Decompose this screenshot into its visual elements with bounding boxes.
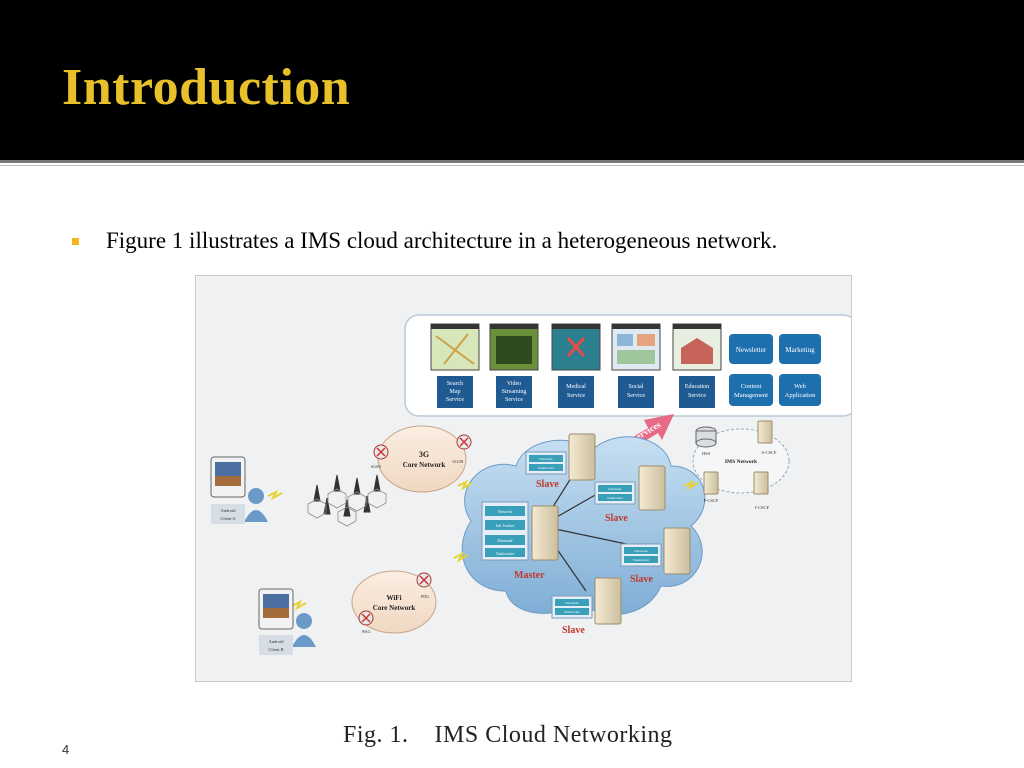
svg-text:Android: Android (269, 639, 285, 644)
svg-text:Web: Web (794, 383, 806, 390)
svg-text:Datanode: Datanode (565, 601, 579, 605)
slave-label: Slave (562, 625, 585, 636)
service-education: Education Service (672, 323, 722, 408)
title-bar (0, 0, 1024, 160)
svg-text:SGSN: SGSN (371, 464, 381, 469)
figure-caption: Fig. 1. IMS Cloud Networking (343, 722, 673, 748)
slave-node-right: Datanode Tasktracker Slave (594, 465, 666, 524)
svg-text:Android: Android (221, 508, 237, 513)
svg-text:Core Network: Core Network (373, 604, 416, 612)
svg-text:Newsletter: Newsletter (736, 346, 767, 354)
svg-text:Datanode: Datanode (539, 457, 553, 461)
service-education-label-1: Education (685, 384, 709, 390)
svg-text:Network: Network (498, 509, 512, 514)
wireless-links (267, 479, 699, 611)
svg-text:Tasktracker: Tasktracker (607, 496, 624, 500)
svg-text:WiFi: WiFi (386, 594, 401, 602)
ims-cloud-figure: Search Map Service Video Streaming Servi… (195, 275, 858, 682)
tile-marketing: Marketing (779, 334, 821, 364)
service-video-streaming-label-2: Streaming (502, 389, 527, 395)
slave-node-bottom: Datanode Tasktracker Slave (551, 577, 622, 636)
slave-node-top: Datanode Tasktracker Slave (525, 433, 596, 490)
service-education-label-2: Service (688, 393, 706, 399)
base-stations (307, 474, 387, 527)
svg-text:S-CSCF: S-CSCF (761, 450, 777, 455)
svg-text:Datanode: Datanode (608, 487, 622, 491)
service-medical: Medical Service (551, 323, 601, 408)
svg-text:Tasktracker: Tasktracker (496, 551, 515, 556)
tile-content-management: Content Management (729, 374, 773, 406)
android-client-a: Android Client A (210, 456, 268, 524)
svg-text:Core Network: Core Network (403, 461, 446, 469)
slave-node-lower-right: Datanode Tasktracker Slave (620, 527, 691, 585)
service-search-map-label-1: Search (447, 381, 463, 387)
core-network-3g: 3G Core Network SGSN GGSN (371, 425, 472, 493)
slave-label: Slave (605, 513, 628, 524)
tile-newsletter: Newsletter (729, 334, 773, 364)
master-node: Network Job Tracker Datanode Tasktracker… (481, 501, 559, 581)
service-medical-label-2: Service (567, 393, 585, 399)
service-social: Social Service (611, 323, 661, 408)
svg-text:P-CSCF: P-CSCF (703, 498, 719, 503)
ims-network: IMS Network HSS S-CSCF P-CSCF I-CSCF (692, 420, 790, 510)
slave-label: Slave (536, 479, 559, 490)
services-panel: Search Map Service Video Streaming Servi… (404, 314, 858, 417)
service-search-map: Search Map Service (430, 323, 480, 408)
svg-text:GGSN: GGSN (453, 459, 464, 464)
title-bar-divider (0, 160, 1024, 163)
bullet-text: Figure 1 illustrates a IMS cloud archite… (106, 228, 778, 253)
service-medical-label-1: Medical (566, 384, 586, 390)
svg-text:WAG: WAG (361, 629, 370, 634)
master-label: Master (514, 570, 545, 581)
service-search-map-label-3: Service (446, 397, 464, 403)
svg-text:Content: Content (741, 383, 762, 390)
svg-text:Tasktracker: Tasktracker (633, 558, 650, 562)
slide-title: Introduction (62, 59, 351, 116)
svg-text:Job Tracker: Job Tracker (496, 523, 515, 528)
svg-text:IMS Network: IMS Network (725, 459, 758, 465)
svg-text:Client A: Client A (220, 516, 236, 521)
svg-text:I-CSCF: I-CSCF (755, 505, 770, 510)
service-video-streaming-label-1: Video (507, 381, 521, 387)
service-social-label-2: Service (627, 393, 645, 399)
slave-label: Slave (630, 574, 653, 585)
svg-text:Application: Application (785, 392, 816, 399)
bullet-square-icon (72, 237, 79, 245)
service-search-map-label-2: Map (450, 389, 461, 395)
service-social-label-1: Social (629, 384, 644, 390)
tile-web-application: Web Application (779, 374, 821, 406)
svg-text:Client B: Client B (268, 647, 283, 652)
svg-text:Datanode: Datanode (497, 538, 513, 543)
android-client-b: Android Client B (258, 588, 316, 655)
svg-text:Tasktracker: Tasktracker (538, 466, 555, 470)
core-network-wifi: WiFi Core Network PDG WAG (351, 570, 437, 634)
service-video-streaming: Video Streaming Service (489, 323, 539, 408)
service-video-streaming-label-3: Service (505, 397, 523, 403)
bullet-item: Figure 1 illustrates a IMS cloud archite… (72, 228, 777, 254)
svg-text:HSS: HSS (702, 451, 711, 456)
svg-text:Management: Management (734, 392, 768, 399)
page-number: 4 (62, 742, 70, 757)
svg-text:Marketing: Marketing (785, 346, 815, 354)
svg-text:PDG: PDG (421, 594, 429, 599)
title-bar-divider-thin (0, 165, 1024, 166)
svg-text:Datanode: Datanode (634, 549, 648, 553)
svg-text:3G: 3G (419, 450, 429, 459)
svg-text:Tasktracker: Tasktracker (564, 610, 581, 614)
